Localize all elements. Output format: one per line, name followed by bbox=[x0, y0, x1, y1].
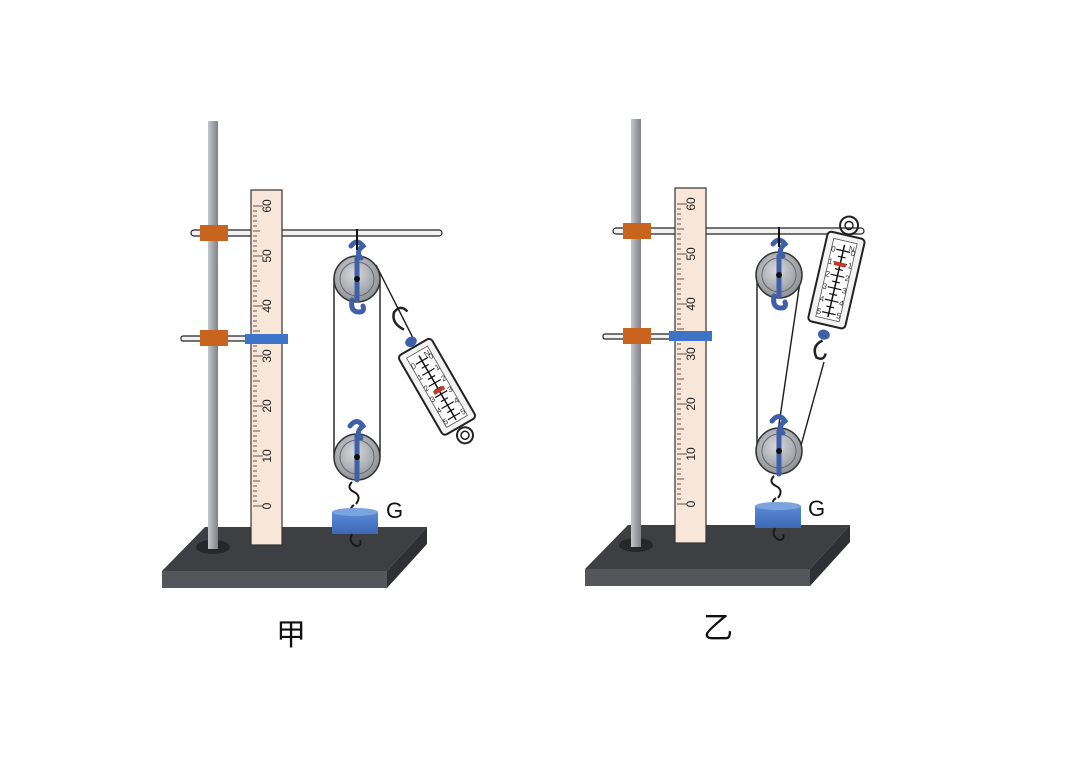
scale-label: 0 bbox=[409, 361, 418, 371]
weight-block bbox=[755, 497, 801, 542]
scale-tick bbox=[421, 363, 429, 369]
clamp-top bbox=[200, 225, 228, 241]
ruler-tick-label: 50 bbox=[260, 249, 274, 263]
ruler-tick-label: 0 bbox=[684, 500, 698, 507]
fixed-pulley bbox=[755, 237, 803, 311]
scale-label: 2 bbox=[422, 383, 431, 393]
weight-label: G bbox=[386, 498, 403, 523]
scale-label: 1 bbox=[416, 372, 425, 382]
scale-label: 3 bbox=[429, 394, 438, 404]
scale-tick bbox=[827, 286, 842, 291]
fixed-pulley bbox=[333, 239, 381, 315]
ruler-tick-label: 60 bbox=[684, 197, 698, 211]
ruler: 0 10 20 30 40 50 60 bbox=[250, 189, 283, 546]
clamp-top bbox=[623, 223, 651, 239]
stand-base bbox=[162, 527, 427, 588]
scale-label: 4 bbox=[838, 299, 845, 309]
scale-label: 2 bbox=[824, 269, 831, 279]
weight-label: G bbox=[808, 496, 825, 521]
scale-tick bbox=[824, 298, 839, 303]
scale-label: 1 bbox=[433, 362, 442, 372]
scale-tick bbox=[447, 408, 455, 414]
scale-label: 5 bbox=[459, 406, 468, 416]
scale-label: 0 bbox=[850, 249, 857, 259]
ruler-tick-label: 40 bbox=[260, 299, 274, 313]
height-marker bbox=[669, 331, 712, 341]
scale-tick bbox=[428, 378, 442, 388]
scale-tick bbox=[834, 268, 843, 272]
scale-tick bbox=[821, 311, 836, 316]
scale-label: 5 bbox=[835, 311, 842, 321]
clamp-middle bbox=[623, 328, 651, 344]
scale-tick bbox=[447, 412, 461, 421]
scale-label: 1 bbox=[827, 257, 834, 267]
scale-tick bbox=[829, 292, 838, 296]
scale-tick bbox=[434, 390, 448, 399]
scale-tick bbox=[836, 248, 851, 253]
scale-label: 0 bbox=[427, 351, 436, 361]
stand-base bbox=[585, 525, 850, 586]
ruler-tick-label: 0 bbox=[260, 502, 274, 509]
movable-pulley bbox=[333, 419, 381, 505]
ruler-tick-label: 30 bbox=[684, 347, 698, 361]
scale-label: 5 bbox=[441, 416, 450, 426]
ruler: 0 10 20 30 40 50 60 bbox=[674, 187, 707, 544]
scale-label: 3 bbox=[841, 286, 848, 296]
scale-label: 5 bbox=[816, 307, 823, 317]
ruler-tick-label: 10 bbox=[260, 449, 274, 463]
scale-unit: N bbox=[848, 244, 856, 254]
scale-tick bbox=[415, 356, 429, 365]
caption-yi: 乙 bbox=[703, 611, 733, 646]
ruler-tick-label: 40 bbox=[684, 297, 698, 311]
strings bbox=[333, 264, 414, 457]
scale-tick bbox=[837, 255, 846, 259]
scale-label: 2 bbox=[844, 274, 851, 284]
caption-jia: 甲 bbox=[276, 618, 306, 653]
top-bar bbox=[190, 229, 443, 237]
scale-label: 1 bbox=[847, 261, 854, 271]
ruler-tick-label: 60 bbox=[260, 199, 274, 213]
ruler-tick-label: 20 bbox=[260, 399, 274, 413]
ruler-tick-label: 10 bbox=[684, 447, 698, 461]
ruler-tick-label: 20 bbox=[684, 397, 698, 411]
scale-tick bbox=[826, 305, 835, 309]
height-marker bbox=[245, 334, 288, 344]
scale-label: 4 bbox=[819, 294, 826, 304]
scale-label: 4 bbox=[435, 405, 444, 415]
scale-tick bbox=[440, 397, 449, 403]
scale-label: 3 bbox=[446, 384, 455, 394]
scale-tick bbox=[831, 280, 841, 284]
scale-label: 3 bbox=[822, 282, 829, 292]
weight-block bbox=[332, 504, 378, 548]
scale-tick bbox=[427, 374, 436, 380]
clamp-middle bbox=[200, 330, 228, 346]
scale-tick bbox=[441, 401, 454, 410]
scale-tick bbox=[422, 367, 435, 376]
scale-tick bbox=[830, 273, 845, 278]
scale-unit: N bbox=[422, 348, 432, 359]
scale-label: 0 bbox=[830, 244, 837, 254]
ruler-tick-label: 50 bbox=[684, 247, 698, 261]
scale-label: 2 bbox=[440, 373, 449, 383]
scale-label: 4 bbox=[452, 395, 461, 405]
movable-pulley bbox=[755, 414, 803, 499]
ruler-tick-label: 30 bbox=[260, 349, 274, 363]
